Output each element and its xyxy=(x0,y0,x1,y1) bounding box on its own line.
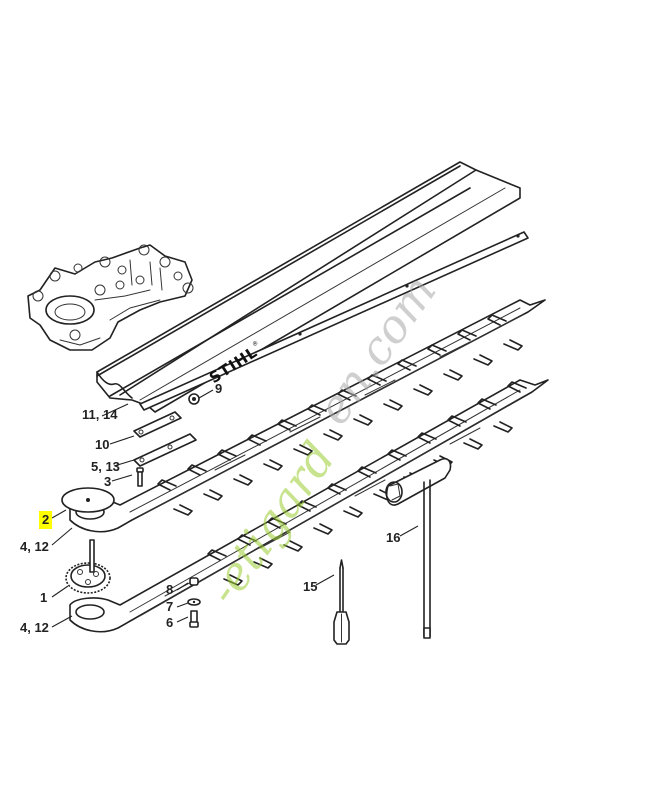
callout-4-12-lower[interactable]: 4, 12 xyxy=(20,620,49,635)
callout-1[interactable]: 1 xyxy=(40,590,48,605)
upper-cutter-blade-drawing xyxy=(69,299,546,533)
small-hardware-drawing xyxy=(187,577,201,628)
callout-7[interactable]: 7 xyxy=(166,599,174,614)
leader-lines xyxy=(51,389,419,628)
callout-8[interactable]: 8 xyxy=(166,582,174,597)
callout-3[interactable]: 3 xyxy=(104,474,112,489)
callout-15[interactable]: 15 xyxy=(303,579,318,594)
callout-9[interactable]: 9 xyxy=(215,381,223,396)
gearbox-housing-drawing xyxy=(27,244,194,351)
combination-wrench-drawing xyxy=(385,457,452,639)
callout-5-13[interactable]: 5, 13 xyxy=(91,459,120,474)
callout-4-12-upper[interactable]: 4, 12 xyxy=(20,539,49,554)
plate-10-drawing xyxy=(133,411,182,438)
callout-16[interactable]: 16 xyxy=(386,530,401,545)
disc-drawing xyxy=(61,487,115,513)
callout-2-highlighted[interactable]: 2 xyxy=(39,511,53,529)
callout-10[interactable]: 10 xyxy=(95,437,110,452)
nut-drawing xyxy=(188,393,200,405)
callout-6[interactable]: 6 xyxy=(166,615,174,630)
screwdriver-drawing xyxy=(333,559,350,645)
callout-11-14[interactable]: 11, 14 xyxy=(82,407,118,422)
gear-wheel-drawing xyxy=(65,539,111,594)
plate-5-13-drawing xyxy=(133,433,197,467)
screw-3-drawing xyxy=(136,467,144,487)
cover-strip-drawing xyxy=(139,231,529,411)
blade-cover-drawing xyxy=(96,161,521,413)
